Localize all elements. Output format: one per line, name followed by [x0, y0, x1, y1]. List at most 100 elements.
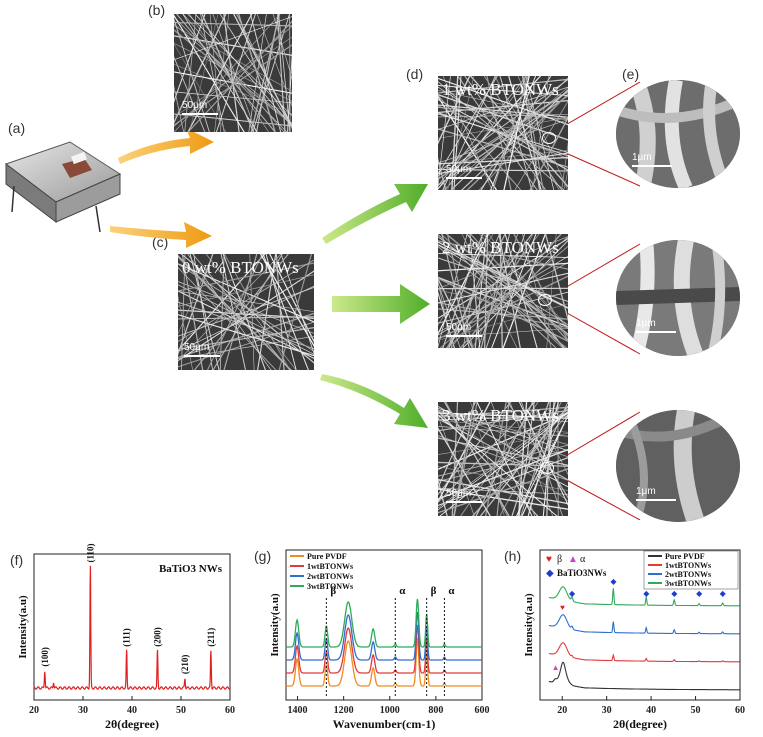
nanofiber [192, 254, 291, 370]
scale-label: 1μm [636, 486, 656, 497]
nanofiber [462, 239, 568, 348]
nanofiber [544, 234, 568, 322]
sem-image-d3: 3 wt% BTONWs 50μm [438, 402, 568, 516]
heart-marker-icon: ♥ [560, 603, 565, 612]
nanofiber [223, 254, 291, 370]
legend-entry: 1wtBTONWs [307, 562, 353, 571]
nanofiber [438, 77, 568, 126]
nanofiber [178, 321, 314, 368]
zoom-scale-3: 1μm [636, 486, 676, 501]
scale-line [184, 355, 220, 357]
nanofiber [502, 234, 547, 348]
nanofiber [438, 466, 568, 491]
spectrum-line [286, 611, 482, 661]
nanofiber [187, 20, 292, 132]
scale-label: 50μm [182, 100, 208, 111]
diamond-marker-icon: ◆ [671, 589, 678, 598]
nanofiber [189, 14, 219, 132]
nanofiber [219, 254, 225, 370]
sem-image-d1: 1 wt% BTONWs 50μm [438, 76, 568, 190]
xrd-line [548, 586, 740, 607]
x-tick-label: 60 [225, 705, 235, 716]
scale-label: 50μm [446, 322, 472, 333]
panel-label-a: (a) [8, 120, 26, 136]
nanofiber [438, 279, 453, 348]
nanofiber [223, 14, 240, 132]
scale-line [636, 499, 676, 501]
nanofiber [459, 234, 562, 348]
x-tick-label: 40 [127, 705, 137, 716]
x-tick-label: 1400 [288, 705, 308, 716]
x-tick-label: 20 [29, 705, 39, 716]
x-tick-label: 30 [602, 705, 612, 716]
nanofiber [442, 76, 496, 190]
zoom-region-marker [540, 462, 554, 474]
nanofiber [446, 245, 568, 348]
nanofiber [438, 78, 568, 174]
zoom-fibers [616, 80, 740, 188]
nanofiber [174, 14, 245, 132]
peak-label: (211) [206, 628, 216, 647]
sem-title-d2: 2 wt% BTONWs [442, 238, 559, 257]
nanofiber [174, 16, 292, 61]
nanofiber [187, 14, 253, 132]
zoom-scale-2: 1μm [636, 318, 676, 333]
nanofiber [503, 76, 530, 190]
alpha-legend-label: α [580, 554, 586, 565]
scale-bar-d3: 50μm [446, 488, 482, 503]
nanofiber [438, 114, 568, 118]
nanofiber [482, 234, 568, 328]
peak-label: (210) [180, 655, 190, 675]
nanofiber [438, 402, 476, 490]
fiber-texture [174, 14, 292, 132]
nanofiber [469, 234, 568, 342]
nanofiber [438, 234, 468, 348]
band-label: α [448, 585, 455, 597]
legend-entry: 3wtBTONWs [307, 582, 353, 591]
nanofiber [498, 234, 521, 348]
nanofiber [178, 259, 314, 342]
panel-label-e: (e) [622, 66, 640, 82]
nanofiber [209, 14, 221, 132]
spectrum-line [286, 598, 482, 648]
plot-frame [539, 549, 741, 701]
nanofiber [469, 76, 568, 188]
nanofiber [529, 116, 568, 190]
sem-title-d3: 3 wt% BTONWs [442, 406, 559, 425]
nanofiber [174, 35, 292, 56]
nanofiber [521, 413, 568, 516]
scale-line [446, 177, 482, 179]
nanofiber [488, 234, 564, 348]
x-tick-label: 1200 [334, 705, 354, 716]
nanofiber [438, 246, 568, 348]
nanofiber [174, 91, 292, 104]
scale-line [636, 331, 676, 333]
nanofiber [438, 410, 539, 516]
nanofiber [438, 414, 475, 516]
scale-bar-b: 50μm [182, 100, 218, 115]
x-tick-label: 30 [78, 705, 88, 716]
nanofiber [174, 14, 206, 103]
nanofiber [438, 157, 447, 190]
xrd-line [548, 642, 740, 663]
nanofiber [178, 295, 193, 370]
nanofiber [470, 402, 505, 516]
nanofiber [438, 412, 568, 419]
nanofiber [438, 427, 491, 516]
nanofiber [546, 234, 557, 348]
panel-label-b: (b) [148, 2, 166, 18]
nanofiber [453, 402, 475, 516]
nanofiber [277, 14, 286, 132]
nanofiber [438, 104, 568, 118]
nanofiber [440, 234, 564, 348]
nanofiber [447, 76, 475, 190]
legend-entry: 2wtBTONWs [665, 570, 711, 579]
scale-label: 50μm [446, 164, 472, 175]
nanofiber [446, 234, 474, 348]
nanofiber [174, 23, 292, 124]
nanofiber [438, 262, 568, 272]
nanofiber [461, 89, 568, 190]
nanofiber [438, 76, 451, 189]
arrow-to-b [118, 128, 214, 164]
nanofiber [561, 141, 568, 190]
